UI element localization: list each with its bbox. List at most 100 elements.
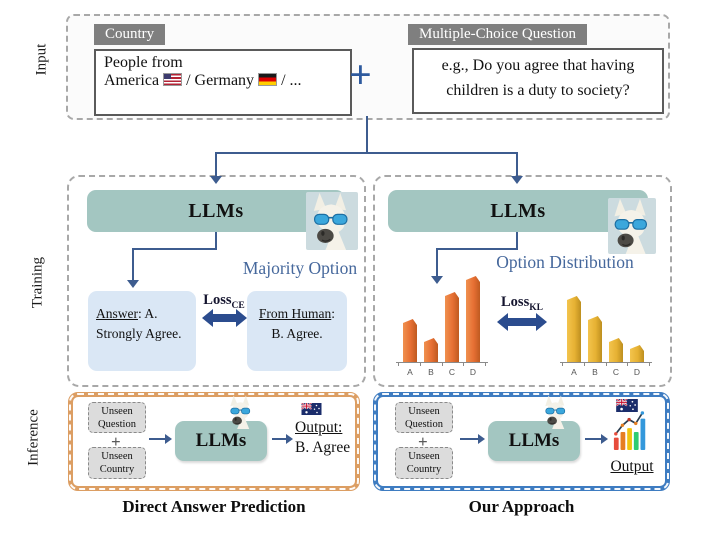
unseen-country-box: Unseen Country [88,447,146,479]
arrowhead-left-branch [210,176,222,184]
axis-labels: A B C D [560,366,652,377]
connector-split-bar [215,152,518,154]
australia-flag-icon [301,403,322,415]
human-line2: B. Agree. [271,325,323,341]
elbow-right-v2 [436,248,438,278]
arrowhead-right-branch [511,176,523,184]
llms-bar-left: LLMs [87,190,345,232]
llms-bar-right: LLMs [388,190,648,232]
bar-group [560,276,652,363]
answer-rest: : A. [138,306,158,321]
loss-ce-label: LossCE [199,292,249,311]
human-rest: : [331,306,336,321]
bar-b [588,316,602,362]
axis-ticks [396,363,488,366]
llama-icon [540,395,572,429]
tick-label: C [612,367,620,377]
mcq-line1: e.g., Do you agree that having [441,57,635,74]
arrowhead-distribution [431,276,443,284]
bar-b [424,338,438,362]
inf-right-arrow2-head [601,434,608,444]
unseen-question-box: Unseen Question [88,402,146,433]
unseen-q-line2: Question [98,419,136,431]
majority-option-title: Majority Option [242,258,358,278]
bar-d [630,345,644,362]
mcq-line2: children is a duty to society? [446,81,630,99]
connector-left-drop [215,152,217,178]
llms-box-left: LLMs [175,421,267,461]
llms-label: LLMs [195,430,247,451]
bar-d [466,276,480,362]
inf-left-arrow2-line [272,438,286,440]
inf-right-arrow2-line [585,438,601,440]
inference-left-box: Unseen Question + Unseen Country LLMs Ou… [68,392,360,491]
loss-ce-base: Loss [203,292,232,308]
tick-label: B [592,367,598,377]
llm-distribution-chart: A B C D [396,276,488,377]
tick-label: B [428,367,434,377]
unseen-q-line2: Question [405,419,443,431]
output-text-left: Output: B. Agree [295,418,365,458]
unseen-q-line1: Unseen [408,406,440,417]
australia-flag-icon [616,399,638,412]
unseen-c-line1: Unseen [408,451,440,462]
country-line2: America / Germany / ... [104,72,342,90]
llama-icon [306,192,358,250]
option-distribution-title: Option Distribution [496,252,634,272]
inf-left-arrow1-head [165,434,172,444]
output-head: Output: [295,419,343,436]
elbow-left-v1 [215,232,217,250]
answer-head: Answer [96,306,138,321]
bar-a [403,319,417,362]
human-head: From Human [258,306,332,321]
bar-chart-icon [612,409,650,453]
loss-kl-sub: KL [529,302,543,313]
caption-direct-answer: Direct Answer Prediction [122,497,306,516]
axis-ticks [560,363,652,366]
llama-icon [608,198,656,254]
axis-labels: A B C D [396,366,488,377]
inference-right-box: Unseen Question + Unseen Country LLMs Ou… [373,392,670,491]
human-line1: From Human: [247,304,347,324]
inf-left-arrow2-head [286,434,293,444]
mcq-tab: Multiple-Choice Question [408,24,588,45]
answer-line2: Strongly Agree. [96,325,182,341]
tick-label: A [571,367,577,377]
unseen-question-box: Unseen Question [395,402,453,433]
loss-kl-label: LossKL [496,294,548,313]
elbow-right-h [436,248,518,250]
tick-label: C [448,367,456,377]
output-value: B. Agree [295,439,351,457]
unseen-c-line1: Unseen [101,451,133,462]
tick-label: D [469,367,477,377]
country-line1: People from [104,54,183,71]
unseen-c-line2: Country [99,464,135,476]
inf-right-arrow1-head [478,434,485,444]
bar-c [609,338,623,362]
inf-right-arrow1-line [460,438,478,440]
tick-label: A [407,367,413,377]
inf-left-arrow1-line [149,438,165,440]
germany-flag-icon [258,73,278,86]
llms-label: LLMs [508,430,560,451]
loss-ce-sub: CE [231,300,245,311]
bar-c [445,292,459,362]
bar-a [567,296,581,362]
country-tab: Country [94,24,166,45]
country-ellipsis: / ... [281,72,302,89]
from-human-box: From Human: B. Agree. [247,291,347,371]
plus-icon: + [111,432,121,451]
loss-kl-base: Loss [501,294,530,310]
answer-box: Answer: A. Strongly Agree. [88,291,196,371]
llms-label: LLMs [490,199,546,222]
section-label-input: Input [33,43,50,76]
elbow-right-v1 [516,232,518,250]
section-label-inference: Inference [25,409,42,466]
unseen-q-line1: Unseen [101,406,133,417]
loss-ce-arrow [202,309,247,327]
country-text-box: People from America / Germany / ... [94,49,352,116]
us-flag-icon [163,73,183,86]
human-distribution-chart: A B C D [560,276,652,377]
elbow-left-v2 [132,248,134,282]
